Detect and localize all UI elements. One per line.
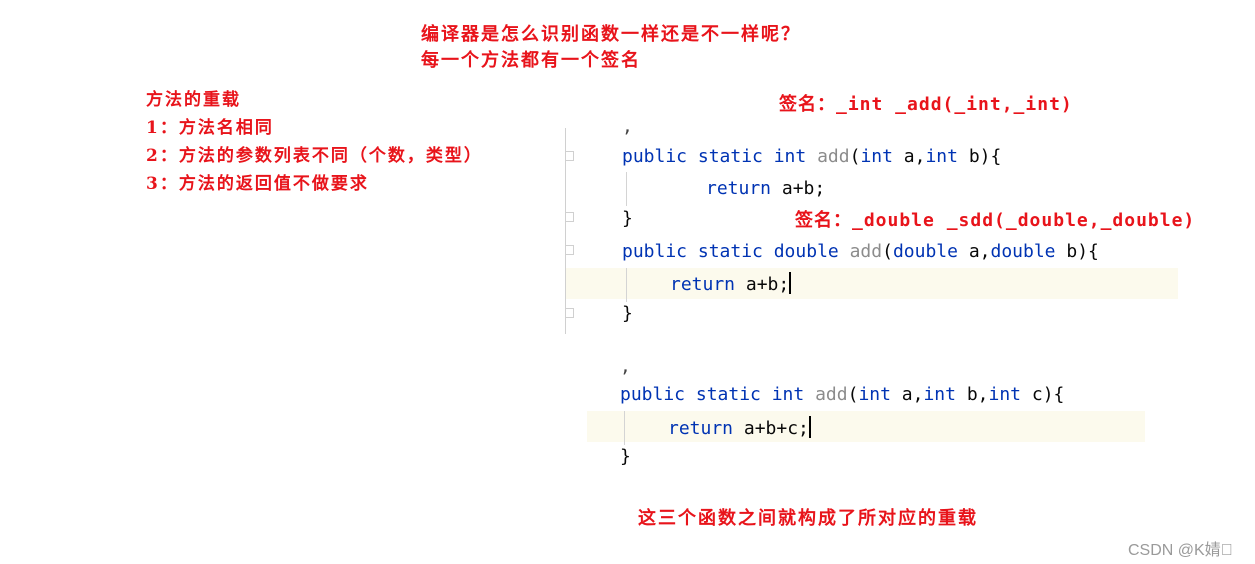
param-name: a,: [892, 146, 926, 167]
paren: (: [847, 384, 859, 405]
param-type: double: [990, 241, 1056, 262]
param-name: c){: [1021, 384, 1065, 405]
overload-rules: 方法的重载 1：方法名相同 2：方法的参数列表不同（个数，类型） 3：方法的返回…: [146, 86, 483, 198]
code-line-return-1[interactable]: return a+b;: [706, 178, 825, 200]
param-type: int: [923, 384, 956, 405]
indent-guide: [626, 172, 627, 206]
code-line-close-3[interactable]: }: [620, 446, 631, 467]
param-name: b){: [1055, 241, 1099, 262]
param-name: a,: [890, 384, 924, 405]
code-line-signature-1[interactable]: public static int add(int a,int b){: [622, 146, 1001, 168]
param-type: int: [860, 146, 893, 167]
paren: (: [849, 146, 861, 167]
return-expression: a+b;: [771, 178, 826, 199]
indent-guide: [626, 268, 627, 302]
code-fragment: ,: [622, 116, 633, 137]
conclusion-annotation: 这三个函数之间就构成了所对应的重载: [638, 508, 978, 529]
code-fragment: ,: [620, 356, 631, 377]
keyword-return: return: [706, 178, 772, 199]
signature-explanation: 每一个方法都有一个签名: [421, 50, 641, 71]
indent-guide: [624, 411, 625, 445]
question-annotation: 编译器是怎么识别函数一样还是不一样呢？: [421, 24, 801, 45]
fold-icon[interactable]: [565, 245, 574, 255]
code-line-return-2[interactable]: return a+b;: [670, 272, 792, 296]
param-type: int: [858, 384, 891, 405]
fold-icon[interactable]: [565, 151, 574, 161]
text-caret: [789, 272, 792, 294]
keyword-return: return: [670, 274, 736, 295]
param-name: a,: [957, 241, 991, 262]
signature-int-add: 签名：_int _add(_int,_int): [779, 94, 1073, 115]
keyword-public-static: public static: [622, 241, 774, 262]
param-type: double: [892, 241, 958, 262]
rule-item: 1：方法名相同: [146, 118, 274, 138]
fold-icon[interactable]: [565, 212, 574, 222]
return-expression: a+b;: [735, 274, 790, 295]
return-type: int: [773, 146, 807, 167]
code-line-close-2[interactable]: }: [622, 303, 633, 324]
return-type: int: [771, 384, 805, 405]
code-line-close-1[interactable]: }: [622, 208, 633, 229]
param-type: int: [925, 146, 958, 167]
fold-line: [565, 128, 574, 334]
param-type: int: [988, 384, 1022, 405]
keyword-public-static: public static: [620, 384, 772, 405]
method-name: add: [817, 146, 850, 167]
code-line-signature-2[interactable]: public static double add(double a,double…: [622, 241, 1099, 263]
keyword-return: return: [668, 418, 734, 439]
return-type: double: [773, 241, 839, 262]
return-expression: a+b+c;: [733, 418, 809, 439]
paren: (: [882, 241, 893, 262]
keyword-public-static: public static: [622, 146, 774, 167]
csdn-watermark: CSDN @K婧 : [1128, 542, 1233, 559]
method-name: add: [849, 241, 883, 262]
fold-icon[interactable]: [565, 308, 574, 318]
signature-double-add: 签名：_double _sdd(_double,_double): [795, 210, 1196, 231]
param-name: b,: [955, 384, 989, 405]
rule-item: 3：方法的返回值不做要求: [146, 174, 369, 194]
text-caret: [808, 416, 811, 438]
current-line-highlight: [566, 268, 1178, 299]
param-name: b){: [957, 146, 1002, 167]
method-name: add: [815, 384, 848, 405]
code-line-signature-3[interactable]: public static int add(int a,int b,int c)…: [620, 384, 1064, 406]
code-line-return-3[interactable]: return a+b+c;: [668, 416, 811, 440]
overload-rules-title: 方法的重载: [146, 90, 241, 110]
rule-item: 2：方法的参数列表不同（个数，类型）: [146, 146, 483, 166]
current-line-highlight: [587, 411, 1145, 442]
